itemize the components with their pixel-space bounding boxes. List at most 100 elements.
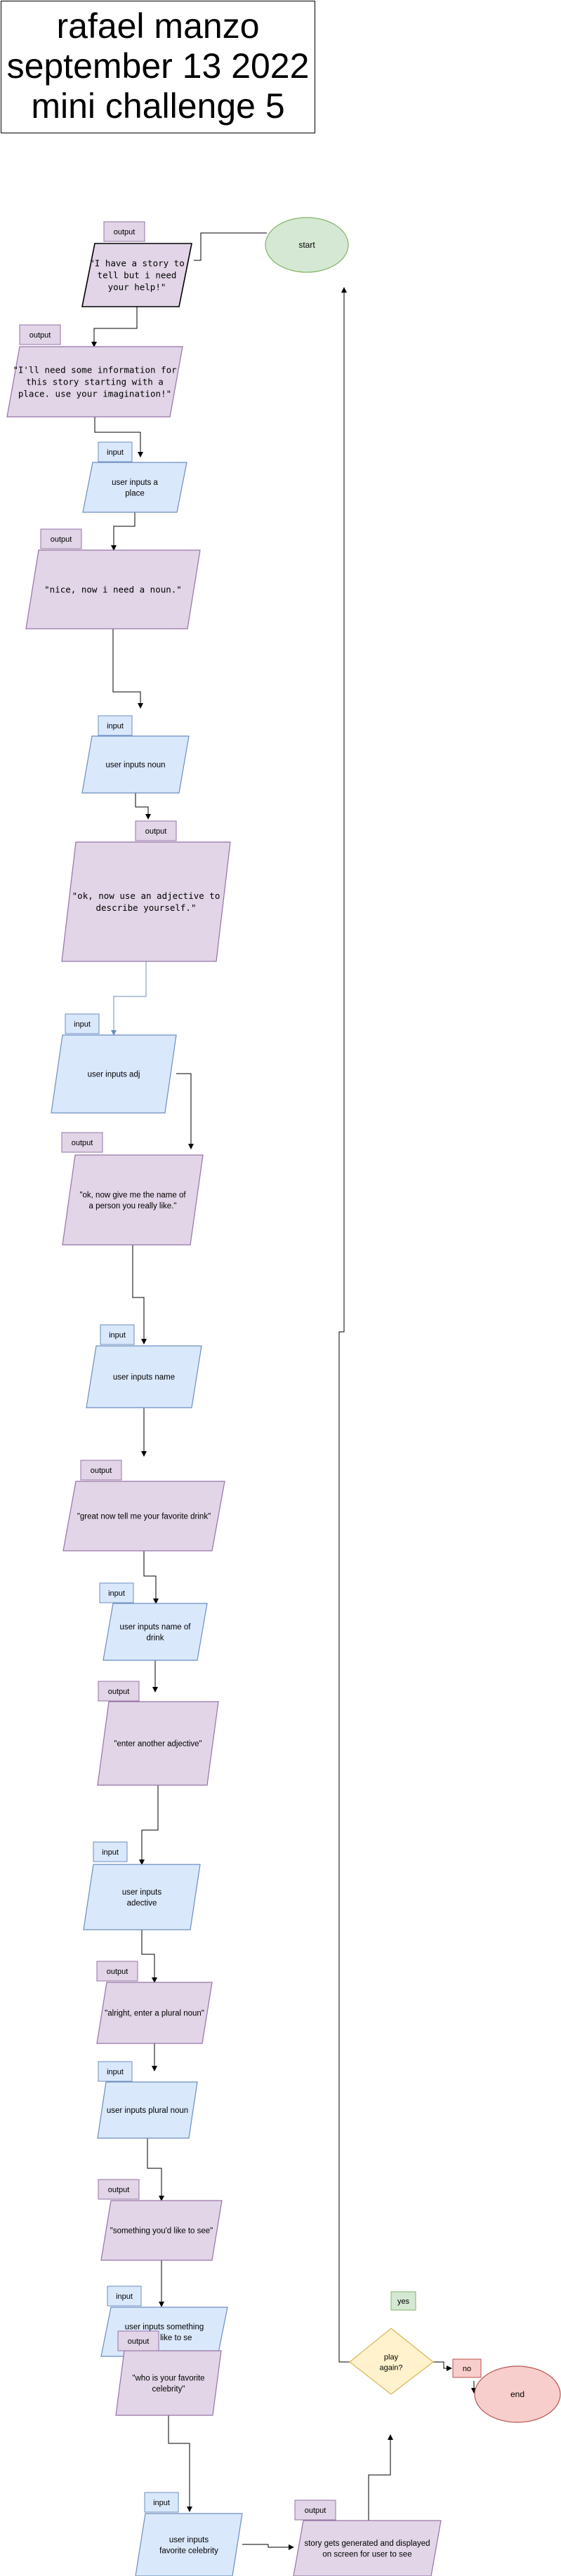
end-label: end (510, 2389, 524, 2399)
output-tag-14 (96, 1961, 138, 1982)
connector-arrow (141, 1930, 157, 1983)
output-step-6 (61, 841, 231, 962)
title-box: rafael manzo september 13 2022 mini chal… (1, 1, 315, 133)
connector-arrow (242, 2544, 294, 2550)
step-2-text: place. use your imagination!" (18, 388, 171, 399)
step-11-text: user inputs name of (119, 1623, 191, 1631)
output-step-4 (25, 549, 201, 629)
output-tag-12 (98, 1681, 140, 1702)
step-1-text: "I have a story to (89, 258, 184, 269)
connector-arrow (338, 287, 350, 2363)
step-7-text: user inputs adj (88, 1071, 140, 1079)
decision-label: play (384, 2353, 399, 2361)
step-17-text: user inputs something (125, 2323, 204, 2331)
input-tag-3-label: input (107, 448, 124, 457)
input-step-13 (83, 1864, 201, 1930)
output-step-14 (96, 1982, 213, 2044)
input-step-3 (82, 462, 187, 513)
input-tag-15 (98, 2061, 133, 2082)
output-tag-18-label: output (128, 2337, 150, 2346)
output-step-8 (62, 1154, 204, 1246)
step-19-text: user inputs (169, 2536, 209, 2544)
step-1-text: your help!" (108, 281, 166, 292)
input-tag-11 (99, 1582, 134, 1603)
output-tag-6-label: output (145, 827, 167, 836)
step-2-text: this story starting with a (26, 376, 164, 387)
step-8-text: "ok, now give me the name of (79, 1191, 186, 1199)
step-3-text: user inputs a (112, 479, 158, 487)
input-tag-13-label: input (102, 1848, 119, 1857)
step-1-text: tell but i need (98, 269, 177, 280)
start-label: start (298, 240, 315, 250)
step-3-text: place (125, 489, 145, 498)
step-2-text: "I'll need some information for (13, 365, 177, 375)
step-5-text: user inputs noun (105, 761, 165, 770)
output-step-18 (115, 2350, 222, 2416)
output-tag-10-label: output (91, 1467, 112, 1475)
connector-arrow (112, 629, 143, 709)
step-15-text: user inputs plural noun (107, 2107, 188, 2115)
connector-arrow (368, 2434, 393, 2521)
output-tag-16 (98, 2179, 140, 2200)
connector-arrow (94, 417, 143, 458)
input-tag-17-label: input (116, 2293, 133, 2301)
title-challenge: mini challenge 5 (31, 86, 285, 126)
input-tag-17 (107, 2285, 142, 2307)
connector-arrow (91, 307, 138, 347)
step-6-text: "ok, now use an adjective to (72, 890, 220, 901)
input-tag-15-label: input (107, 2068, 124, 2076)
step-11-text: drink (147, 1634, 164, 1642)
step-9-text: user inputs name (113, 1373, 175, 1382)
input-tag-5-label: input (107, 722, 124, 730)
input-tag-9-label: input (109, 1331, 126, 1340)
step-20-text: on screen for user to see (322, 2550, 411, 2558)
output-tag-18 (117, 2330, 159, 2351)
input-step-15 (97, 2081, 198, 2139)
output-tag-14-label: output (107, 1968, 128, 1976)
output-step-16 (100, 2200, 223, 2261)
output-tag-20 (294, 2500, 336, 2521)
output-tag-1-label: output (114, 228, 136, 236)
step-12-text: "enter another adjective" (114, 1740, 202, 1749)
step-6-text: describe yourself." (96, 902, 197, 913)
output-step-1 (81, 243, 192, 307)
step-13-text: adective (127, 1899, 157, 1907)
output-tag-12-label: output (108, 1688, 130, 1696)
input-tag-7-label: input (74, 1020, 91, 1029)
output-tag-4-label: output (51, 535, 72, 544)
title-date: september 13 2022 (6, 46, 310, 86)
step-18-text: celebrity" (152, 2385, 185, 2394)
input-step-5 (81, 735, 190, 794)
input-tag-5 (98, 715, 133, 736)
step-19-text: favorite celebrity (159, 2547, 218, 2555)
yes-branch-tag (390, 2291, 416, 2311)
connector-arrow (143, 1551, 159, 1604)
output-tag-20-label: output (305, 2507, 326, 2515)
step-10-text: "great now tell me your favorite drink" (77, 1513, 211, 1521)
input-tag-7 (65, 1013, 100, 1034)
connector-arrow (176, 1073, 194, 1149)
output-tag-8-label: output (72, 1139, 93, 1147)
no-branch-tag (452, 2358, 482, 2378)
start-terminal (265, 217, 349, 273)
step-4-text: "nice, now i need a noun." (44, 584, 182, 594)
input-tag-19-label: input (153, 2499, 170, 2507)
input-step-11 (103, 1603, 208, 1661)
output-tag-16-label: output (108, 2186, 130, 2194)
title-name: rafael manzo (56, 6, 260, 46)
start-to-output-connector (194, 232, 267, 261)
yes-branch-tag-label: yes (397, 2297, 410, 2306)
connector-arrow (135, 793, 151, 820)
input-tag-13 (93, 1841, 128, 1862)
step-18-text: "who is your favorite (132, 2374, 204, 2382)
output-tag-2-label: output (29, 331, 51, 340)
end-terminal (474, 2365, 561, 2423)
input-tag-3 (98, 441, 133, 462)
input-tag-11-label: input (108, 1589, 125, 1598)
connector-arrow (139, 1785, 159, 1865)
output-step-20 (293, 2520, 442, 2576)
connector-arrow (132, 1245, 147, 1344)
input-step-9 (86, 1345, 202, 1408)
output-tag-4 (40, 528, 82, 549)
